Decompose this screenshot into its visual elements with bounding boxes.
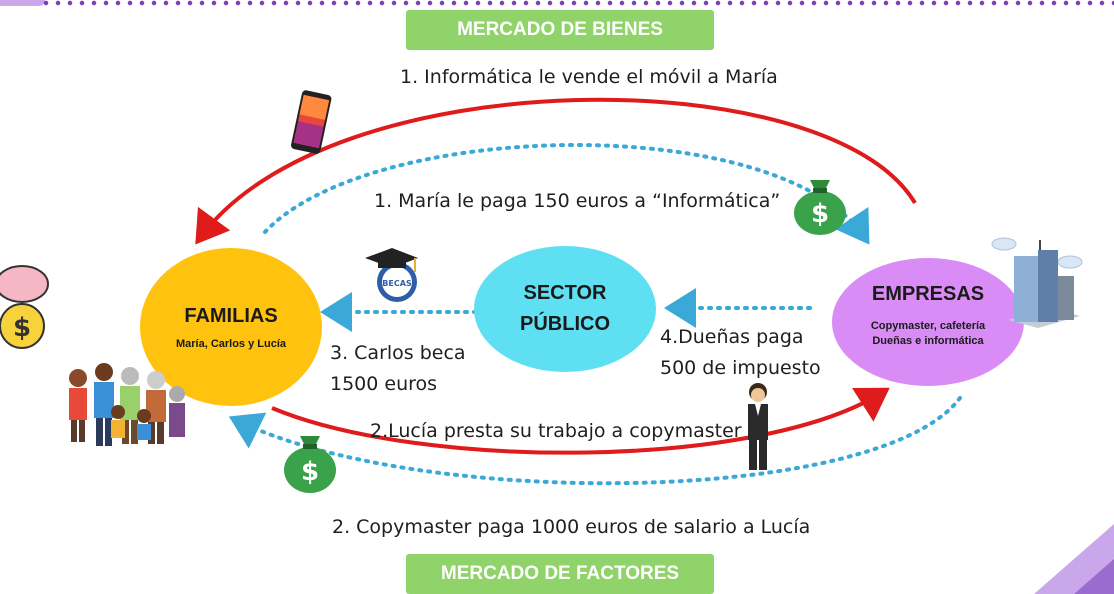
becas-text: BECAS	[382, 279, 412, 288]
arrow-salary-to-families	[228, 396, 962, 486]
money-bag-icon-2: $	[284, 436, 336, 493]
flow4-label-line1: 4.Dueñas paga	[660, 326, 804, 348]
families-node: FAMILIAS María, Carlos y Lucía	[140, 248, 322, 406]
companies-title: EMPRESAS	[871, 283, 985, 305]
public-sector-node: SECTOR PÚBLICO	[474, 246, 656, 372]
flow1-payment-label: 1. María le paga 150 euros a “Informátic…	[374, 190, 781, 212]
buildings-illustration	[991, 237, 1083, 328]
piggy-bank-icon: $	[0, 265, 49, 349]
money-symbol-2: $	[301, 457, 319, 487]
corner-decoration-bottom-inner	[1074, 559, 1114, 594]
family-illustration	[69, 363, 185, 446]
public-sector-title-1: SECTOR	[523, 282, 607, 304]
arrow-goods-to-families	[195, 97, 917, 245]
goods-market-label: MERCADO DE BIENES	[406, 10, 714, 50]
flow3-label-line2: 1500 euros	[330, 373, 438, 395]
companies-members-1: Copymaster, cafetería	[870, 320, 986, 332]
money-symbol: $	[811, 199, 829, 229]
factors-market-label: MERCADO DE FACTORES	[406, 554, 714, 594]
corner-decoration-top	[0, 0, 45, 6]
flow3-label-line1: 3. Carlos beca	[330, 342, 466, 364]
companies-node: EMPRESAS Copymaster, cafetería Dueñas e …	[832, 258, 1024, 386]
coin-symbol: $	[13, 313, 31, 343]
flow1-goods-label: 1. Informática le vende el móvil a María	[400, 66, 778, 88]
companies-members-2: Dueñas e informática	[872, 335, 984, 347]
smartphone-icon	[291, 90, 332, 154]
families-members: María, Carlos y Lucía	[175, 337, 287, 350]
arrow-payment-to-companies	[263, 143, 870, 245]
money-bag-icon: $	[794, 180, 846, 235]
flow4-label-line2: 500 de impuesto	[660, 357, 821, 379]
public-sector-title-2: PÚBLICO	[520, 313, 610, 335]
dotted-border-top	[40, 0, 1114, 6]
families-title: FAMILIAS	[184, 304, 278, 327]
businessman-illustration	[748, 383, 768, 470]
arrow-labor-to-companies	[271, 387, 890, 455]
grant-badge-icon: BECAS	[365, 248, 418, 302]
flow2-labor-label: 2.Lucía presta su trabajo a copymaster	[370, 420, 742, 442]
flow2-salary-label: 2. Copymaster paga 1000 euros de salario…	[332, 516, 811, 538]
